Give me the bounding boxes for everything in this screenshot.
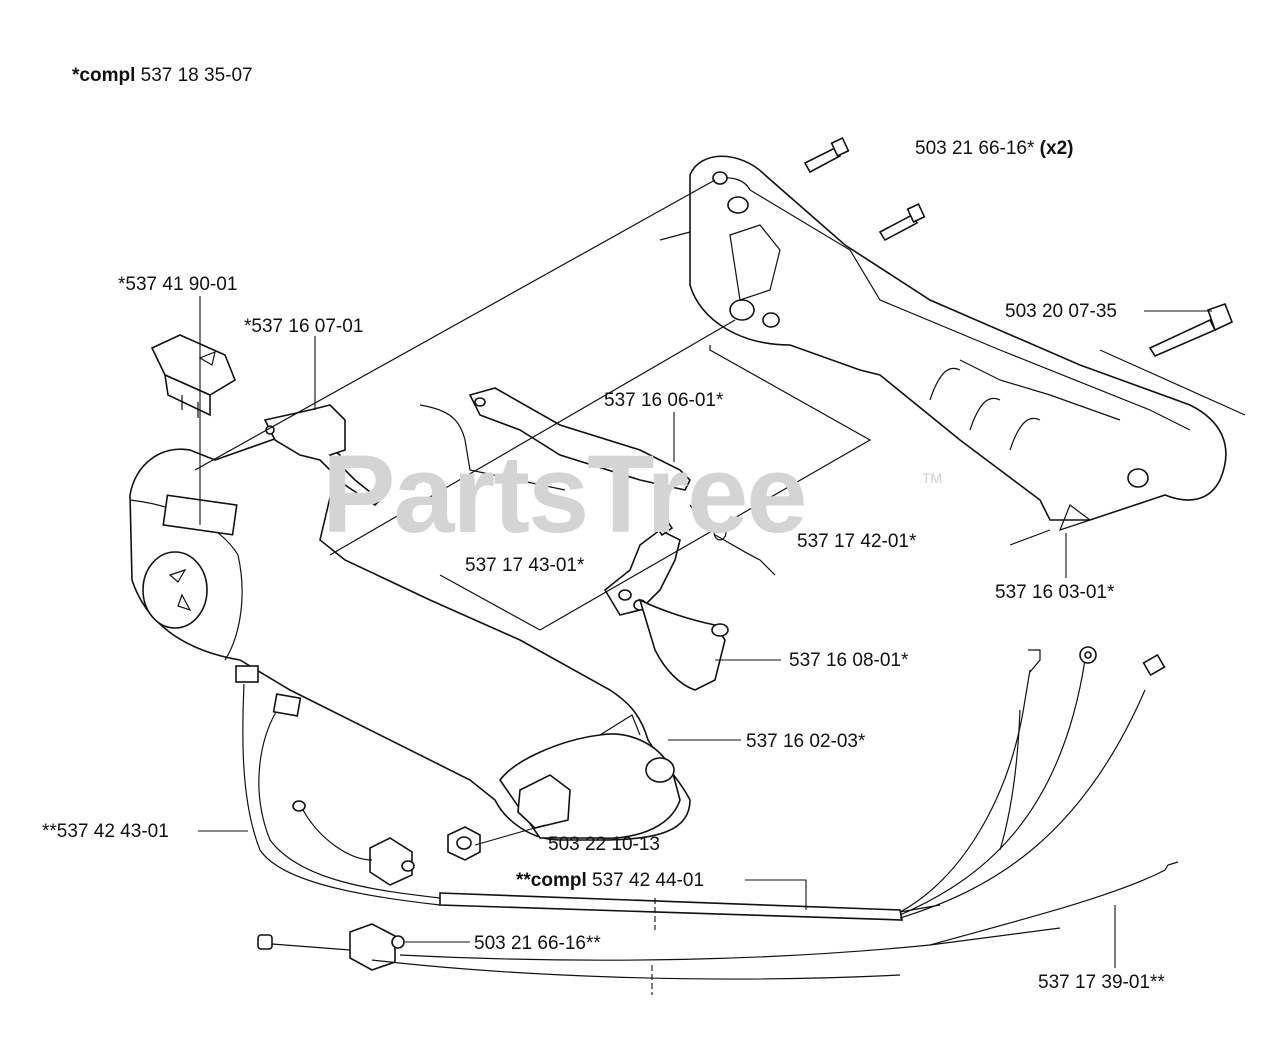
header-number: 537 18 35-07 — [140, 65, 253, 86]
label-throttle-block: 537 17 43-01* — [465, 555, 585, 576]
label-trigger: 537 16 08-01* — [789, 650, 909, 671]
label-screw-bottom: 503 21 66-16** — [474, 933, 601, 954]
wiring-harness — [235, 646, 1166, 921]
handle-housing-right — [689, 155, 1227, 531]
nut-part — [447, 826, 481, 861]
watermark-trademark: TM — [922, 470, 943, 486]
label-throttle-lockout: *537 16 07-01 — [244, 316, 364, 337]
label-harness-left: **537 42 43-01 — [42, 821, 169, 842]
label-cable: 537 17 39-01** — [1038, 972, 1165, 993]
watermark: PartsTree — [322, 433, 807, 556]
assembly-guide-lines — [194, 179, 1246, 631]
bolt-long — [1148, 302, 1234, 358]
label-housing-right: 537 16 03-01* — [995, 582, 1115, 603]
label-lever-part: 537 17 42-01* — [797, 531, 917, 552]
label-harness-compl: **compl 537 42 44-01 — [516, 871, 704, 890]
screw-top-qty: (x2) — [1039, 138, 1074, 159]
screw-top-2 — [878, 203, 926, 242]
label-housing-main: 537 16 02-03* — [746, 731, 866, 752]
leader-lines — [198, 296, 1212, 995]
cable-part — [257, 861, 1179, 980]
trigger-part — [638, 598, 729, 691]
header-prefix: *compl — [72, 65, 136, 86]
label-nut: 503 22 10-13 — [548, 834, 660, 855]
harness-compl-prefix: **compl — [516, 870, 587, 891]
switch-part — [150, 334, 236, 418]
label-screw-top: 503 21 66-16* (x2) — [915, 139, 1073, 158]
label-trigger-lever: 537 16 06-01* — [604, 390, 724, 411]
screw-top-number: 503 21 66-16* — [915, 138, 1035, 159]
handle-housing-main — [129, 429, 691, 841]
trigger-lever — [468, 387, 691, 491]
header-label: *compl 537 18 35-07 — [72, 66, 253, 85]
harness-compl-number: 537 42 44-01 — [592, 870, 705, 891]
label-switch: *537 41 90-01 — [118, 274, 238, 295]
label-bolt: 503 20 07-35 — [1005, 301, 1117, 322]
screw-top-1 — [803, 137, 850, 174]
throttle-lockout — [263, 404, 382, 507]
